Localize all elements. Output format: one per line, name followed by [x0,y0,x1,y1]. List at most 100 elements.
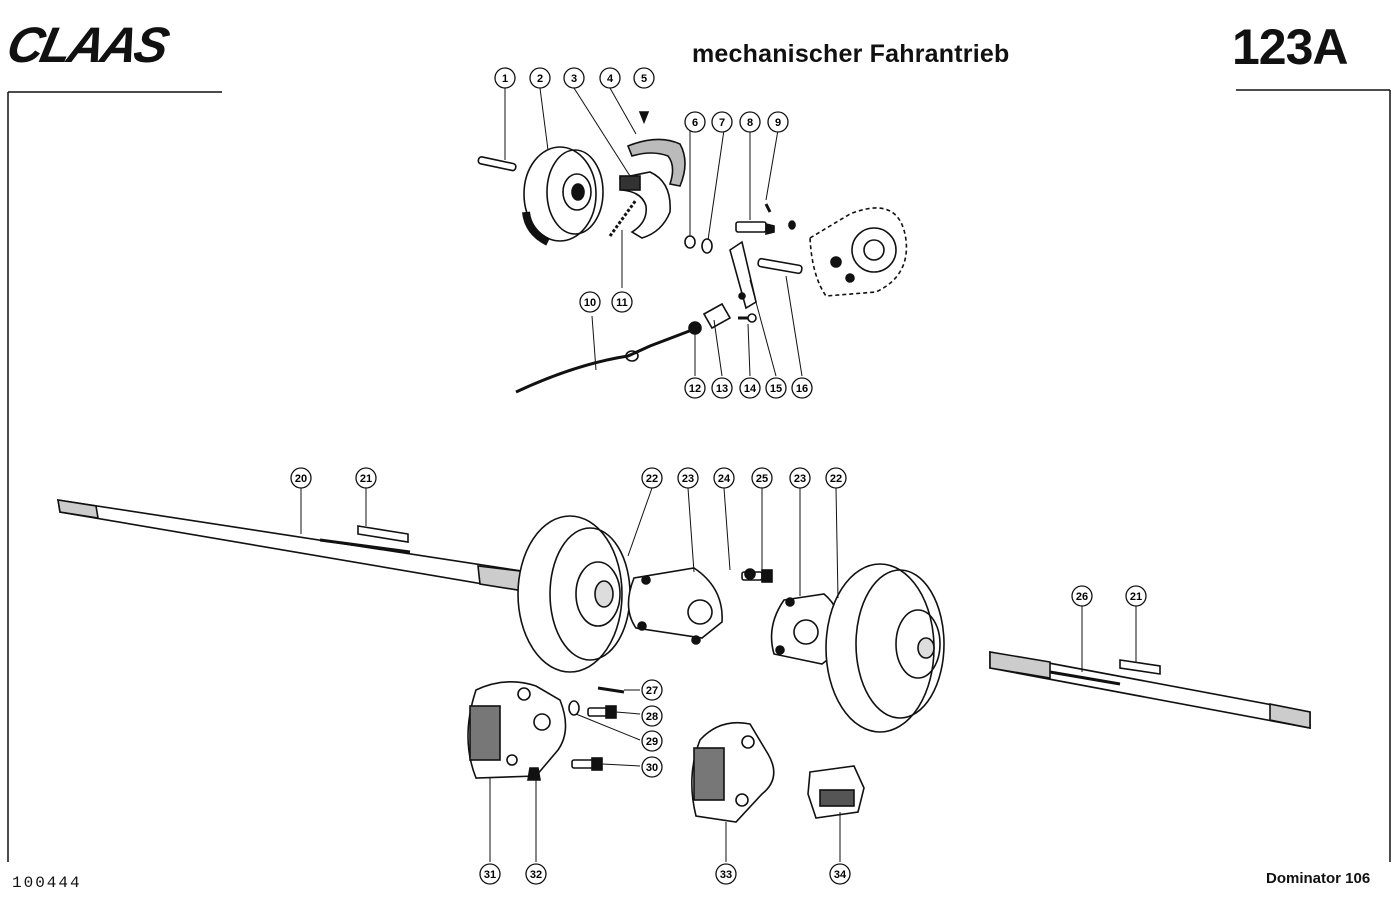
callout-label: 30 [646,762,658,774]
callout-label: 3 [571,73,577,85]
model-name: Dominator 106 [1266,870,1371,887]
callout-circle [529,67,551,89]
callout-circle [791,377,813,399]
housing-bracket-part [809,207,908,297]
callout-29: 29 [641,730,663,752]
lower-axle-assembly [57,499,1311,823]
bolt-part-8 [735,221,775,236]
callout-label: 6 [692,117,698,129]
page-title: mechanischer Fahrantrieb [692,40,1010,68]
callout-27: 27 [641,679,663,701]
callout-20: 20 [290,467,312,489]
callout-28: 28 [641,705,663,727]
callout-label: 14 [744,383,757,395]
callout-circle [641,679,663,701]
callout-label: 5 [641,73,647,85]
callout-8: 8 [739,111,761,133]
callout-label: 11 [616,297,628,309]
caliper-bracket-part-left [627,567,723,645]
callout-circle [611,291,633,313]
callout-label: 21 [1130,591,1142,603]
callout-10: 10 [579,291,601,313]
callout-circle [579,291,601,313]
callout-13: 13 [711,377,733,399]
brake-lining-part [626,138,686,187]
callout-circle [479,863,501,885]
callout-label: 34 [834,869,847,881]
callout-7: 7 [711,111,733,133]
brake-cable-part [515,328,693,394]
callout-circle [711,111,733,133]
callout-14: 14 [739,377,761,399]
callout-11: 11 [611,291,633,313]
callout-circle [829,863,851,885]
callout-label: 9 [775,117,781,129]
callout-circle [633,67,655,89]
nut-part-24 [744,568,756,580]
callout-circle [494,67,516,89]
washer-part [684,235,696,249]
callout-label: 26 [1076,591,1088,603]
callout-circle [1125,585,1147,607]
callout-label: 27 [646,685,658,697]
callout-label: 33 [720,869,732,881]
brake-caliper-part-31 [467,681,567,779]
callout-circle [765,377,787,399]
bolt-part-25 [741,569,773,583]
claas-logo: CLAAS [6,18,175,70]
callout-label: 29 [646,736,658,748]
callout-circle [525,863,547,885]
clevis-part [702,302,732,330]
callout-label: 31 [484,869,496,881]
callout-circle [677,467,699,489]
callout-circle [641,730,663,752]
callout-label: 16 [796,383,808,395]
callout-30: 30 [641,756,663,778]
washer-part-29 [568,700,580,716]
callout-label: 22 [830,473,842,485]
callout-label: 12 [689,383,701,395]
callout-label: 23 [682,473,694,485]
callout-3: 3 [563,67,585,89]
callout-label: 25 [756,473,768,485]
callout-circle [739,111,761,133]
callout-6: 6 [684,111,706,133]
callout-22: 22 [825,467,847,489]
callout-label: 8 [747,117,753,129]
callout-34: 34 [829,863,851,885]
callout-label: 2 [537,73,543,85]
callout-24: 24 [713,467,735,489]
callout-21: 21 [355,467,377,489]
page-code: 123A [1232,19,1349,75]
callout-circle [290,467,312,489]
callout-circle [767,111,789,133]
pin-part [477,156,517,172]
callout-label: 10 [584,297,596,309]
document-number: 100444 [12,874,82,892]
nut-part-12 [688,321,702,335]
left-brake-disc-part [517,515,631,673]
callout-label: 22 [646,473,658,485]
callout-circle [715,863,737,885]
callout-31: 31 [479,863,501,885]
callout-32: 32 [525,863,547,885]
upper-brake-assembly [477,111,908,394]
callout-circle [825,467,847,489]
right-axle-shaft-part [989,651,1311,729]
left-axle-shaft-part [57,499,531,593]
callout-label: 7 [719,117,725,129]
brake-drum-part [522,146,604,246]
callout-circle [355,467,377,489]
caliper-bracket-part-right [770,593,843,665]
callout-circle [751,467,773,489]
callout-26: 26 [1071,585,1093,607]
callout-2: 2 [529,67,551,89]
callout-circle [641,467,663,489]
callout-21: 21 [1125,585,1147,607]
right-brake-disc-part [825,563,945,733]
screw-part-27 [597,686,625,694]
callout-23: 23 [677,467,699,489]
brake-caliper-part-33 [691,721,775,823]
